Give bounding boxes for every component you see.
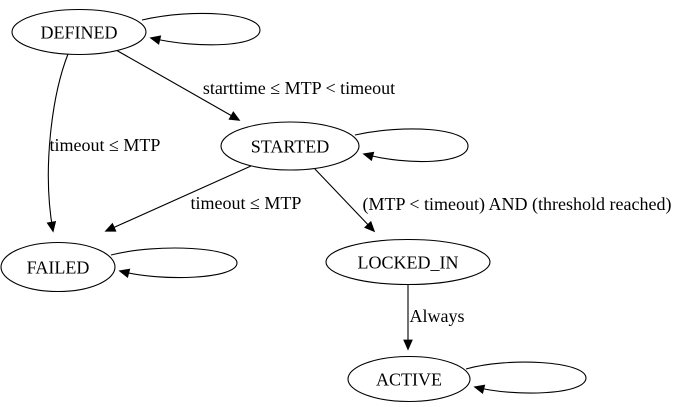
state-ellipse-started — [220, 121, 360, 171]
state-label-locked-in: LOCKED_IN — [358, 253, 459, 273]
self-loop-defined — [141, 12, 261, 46]
state-node-started: STARTED — [220, 121, 360, 171]
edge-started-to-locked-in — [313, 167, 376, 233]
edge-label-defined-started: starttime ≤ MTP < timeout — [203, 78, 395, 98]
edge-defined-to-failed — [46, 53, 69, 233]
state-ellipse-active — [347, 355, 471, 403]
edge-label-locked-in-active: Always — [410, 306, 465, 326]
self-loop-failed — [110, 247, 238, 279]
self-loop-started — [354, 128, 469, 163]
edge-started-to-failed — [104, 165, 252, 232]
edge-label-started-locked-in: (MTP < timeout) AND (threshold reached) — [363, 194, 672, 215]
self-loop-active — [465, 361, 587, 395]
state-node-defined: DEFINED — [11, 8, 147, 56]
state-label-failed: FAILED — [27, 258, 90, 278]
state-label-defined: DEFINED — [41, 23, 118, 43]
edge-label-defined-failed: timeout ≤ MTP — [50, 135, 161, 155]
state-ellipse-locked-in — [325, 238, 491, 286]
state-label-started: STARTED — [251, 137, 329, 157]
state-node-locked-in: LOCKED_IN — [325, 238, 491, 286]
state-ellipse-failed — [0, 241, 116, 293]
state-ellipse-defined — [11, 8, 147, 56]
state-node-active: ACTIVE — [347, 355, 471, 403]
edge-label-started-failed: timeout ≤ MTP — [191, 193, 302, 213]
state-label-active: ACTIVE — [376, 370, 442, 390]
edge-defined-to-started — [115, 49, 241, 121]
state-node-failed: FAILED — [0, 241, 116, 293]
